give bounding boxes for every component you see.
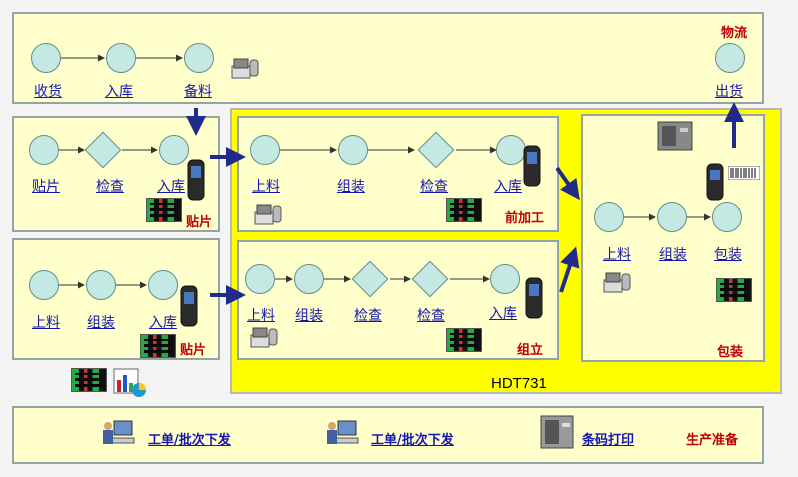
barcode-label-icon <box>728 166 760 180</box>
label-asm-check1[interactable]: 检查 <box>354 308 382 324</box>
smt1-title: 贴片 <box>186 215 213 230</box>
node-pack-load <box>594 202 624 232</box>
node-pre-assemble <box>338 135 368 165</box>
node-asm-assemble <box>294 264 324 294</box>
chart-icon <box>113 368 146 397</box>
monitor-screen-icon <box>140 334 176 358</box>
node-prepare <box>184 43 214 73</box>
assembly-title: 组立 <box>517 343 544 358</box>
logistics-title: 物流 <box>721 26 748 41</box>
label-prepare[interactable]: 备料 <box>184 84 212 100</box>
label-pack-assemble[interactable]: 组装 <box>659 247 687 263</box>
barcode-scanner-icon <box>250 327 278 348</box>
node-smt2-load <box>29 270 59 300</box>
handheld-terminal-icon <box>525 277 543 319</box>
node-asm-stock <box>490 264 520 294</box>
work-order-link-2[interactable]: 工单/批次下发 <box>371 433 454 448</box>
label-pack-pack[interactable]: 包装 <box>714 247 742 263</box>
barcode-scanner-icon <box>254 204 282 225</box>
node-pack-pack <box>712 202 742 232</box>
workstation-icon <box>103 420 135 444</box>
label-pre-assemble[interactable]: 组装 <box>337 179 365 195</box>
prep-panel <box>12 406 764 464</box>
handheld-terminal-icon <box>187 159 205 201</box>
label-pre-check[interactable]: 检查 <box>420 179 448 195</box>
label-asm-assemble[interactable]: 组装 <box>295 308 323 324</box>
label-ship[interactable]: 出货 <box>715 84 743 100</box>
handheld-terminal-icon <box>706 163 724 201</box>
node-stock-in <box>106 43 136 73</box>
label-asm-stock[interactable]: 入库 <box>489 306 517 322</box>
preprocess-title: 前加工 <box>505 211 545 226</box>
node-pre-stock <box>496 135 526 165</box>
label-asm-check2[interactable]: 检查 <box>417 308 445 324</box>
label-pre-stock[interactable]: 入库 <box>494 179 522 195</box>
barcode-print-link[interactable]: 条码打印 <box>582 433 635 448</box>
barcode-scanner-icon <box>603 272 631 293</box>
node-ship <box>715 43 745 73</box>
monitor-screen-icon <box>446 198 482 222</box>
printer-icon <box>657 121 693 151</box>
node-receive <box>31 43 61 73</box>
label-receive[interactable]: 收货 <box>34 84 62 100</box>
label-stock-in[interactable]: 入库 <box>105 84 133 100</box>
assembly-panel <box>237 240 559 360</box>
work-order-link-1[interactable]: 工单/批次下发 <box>148 433 231 448</box>
monitor-screen-icon <box>146 198 182 222</box>
handheld-terminal-icon <box>523 145 541 187</box>
node-pre-load <box>250 135 280 165</box>
packing-panel <box>581 114 765 362</box>
node-asm-load <box>245 264 275 294</box>
hdt731-label: HDT731 <box>491 375 547 392</box>
node-smt1-stock <box>159 135 189 165</box>
workstation-icon <box>327 420 359 444</box>
node-smt2-assemble <box>86 270 116 300</box>
packing-title: 包装 <box>717 345 744 360</box>
label-smt2-load[interactable]: 上料 <box>32 315 60 331</box>
monitor-screen-icon <box>71 368 107 392</box>
label-smt1-place[interactable]: 贴片 <box>32 179 60 195</box>
monitor-screen-icon <box>716 278 752 302</box>
monitor-screen-icon <box>446 328 482 352</box>
smt2-title: 贴片 <box>180 343 207 358</box>
label-asm-load[interactable]: 上料 <box>247 308 275 324</box>
label-smt2-stock[interactable]: 入库 <box>149 315 177 331</box>
prep-title: 生产准备 <box>686 433 739 448</box>
handheld-terminal-icon <box>180 285 198 327</box>
node-smt2-stock <box>148 270 178 300</box>
label-pre-load[interactable]: 上料 <box>252 179 280 195</box>
label-smt1-stock[interactable]: 入库 <box>157 179 185 195</box>
label-pack-load[interactable]: 上料 <box>603 247 631 263</box>
label-smt1-check[interactable]: 检查 <box>96 179 124 195</box>
printer-icon <box>540 415 574 449</box>
label-smt2-assemble[interactable]: 组装 <box>87 315 115 331</box>
node-pack-assemble <box>657 202 687 232</box>
node-smt1-place <box>29 135 59 165</box>
barcode-scanner-icon <box>231 58 259 79</box>
